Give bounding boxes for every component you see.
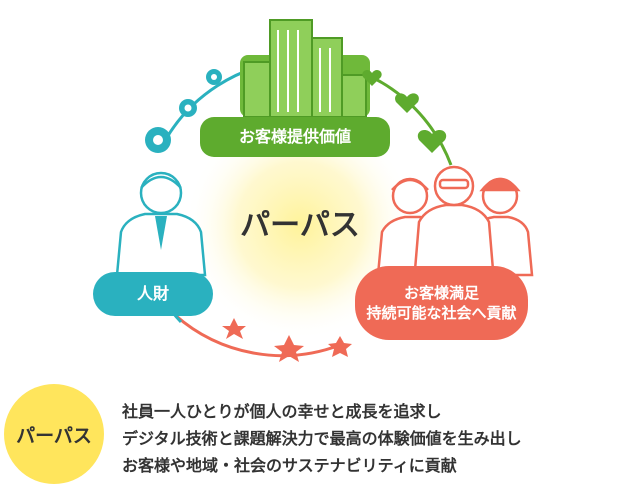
person-icon: [115, 171, 207, 277]
staff-group-icon: [376, 165, 534, 277]
people-label: 人財: [93, 272, 213, 316]
sparkle-icon: [222, 318, 352, 362]
satisfaction-line-1: お客様満足: [403, 283, 479, 302]
satisfaction-line-2: 持続可能な社会へ貢献: [366, 304, 517, 322]
purpose-line-3: お客様や地域・社会のサステナビリティに貢献: [122, 456, 457, 475]
diagram-graphic: [115, 19, 534, 362]
purpose-line-2: デジタル技術と課題解決力で最高の体験価値を生み出し: [122, 429, 522, 448]
buildings-icon: [240, 19, 370, 118]
purpose-line-1: 社員一人ひとりが個人の幸せと成長を追求し: [122, 402, 442, 421]
gear-icon: [145, 69, 222, 153]
purpose-diagram: お客様提供価値 人財 お客様満足 持続可能な社会へ貢献 パーパス: [93, 19, 534, 362]
arc-coral: [174, 313, 341, 358]
satisfaction-label: お客様満足 持続可能な社会へ貢献: [355, 266, 528, 340]
center-purpose-label: パーパス: [240, 208, 360, 243]
purpose-statement: 社員一人ひとりが個人の幸せと成長を追求し デジタル技術と課題解決力で最高の体験価…: [122, 398, 522, 479]
heart-icon: [362, 70, 447, 153]
purpose-badge: パーパス: [4, 384, 104, 484]
center-glow: [185, 110, 415, 340]
value-label: お客様提供価値: [200, 117, 390, 157]
